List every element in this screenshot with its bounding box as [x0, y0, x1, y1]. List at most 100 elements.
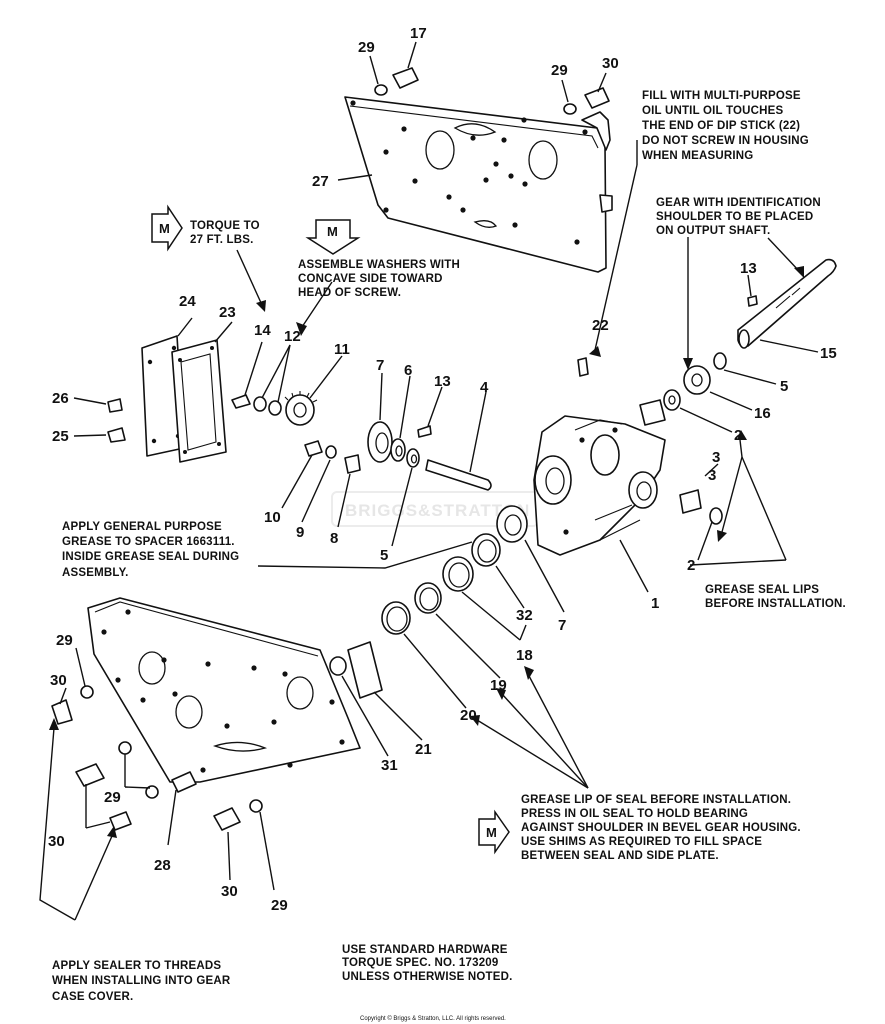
- top-hardware: [374, 67, 610, 115]
- note-gear-id-line-2: SHOULDER TO BE PLACED: [656, 211, 813, 223]
- note-grease-lip-seal-line-4: USE SHIMS AS REQUIRED TO FILL SPACE: [521, 836, 762, 848]
- label-10: 10: [264, 509, 281, 526]
- label-8: 8: [330, 530, 338, 547]
- label-7-a: 7: [376, 357, 384, 374]
- label-6: 6: [404, 362, 412, 379]
- label-31: 31: [381, 757, 398, 774]
- note-gear-id: GEAR WITH IDENTIFICATION SHOULDER TO BE …: [656, 197, 821, 237]
- note-sealer: APPLY SEALER TO THREADS WHEN INSTALLING …: [52, 960, 231, 1003]
- note-hardware-line-3: UNLESS OTHERWISE NOTED.: [342, 971, 513, 983]
- note-washers-line-2: CONCAVE SIDE TOWARD: [298, 273, 443, 285]
- bottom-hardware: [51, 685, 263, 831]
- note-gear-id-line-3: ON OUTPUT SHAFT.: [656, 225, 770, 237]
- label-30-c: 30: [48, 833, 65, 850]
- m-marker-3-text: M: [486, 825, 497, 840]
- note-sealer-line-2: WHEN INSTALLING INTO GEAR: [52, 975, 231, 987]
- note-grease-seal-lips-line-1: GREASE SEAL LIPS: [705, 584, 819, 596]
- label-4: 4: [480, 379, 489, 396]
- label-29-e: 29: [271, 897, 288, 914]
- label-25: 25: [52, 428, 69, 445]
- screws-25-26: [107, 398, 126, 443]
- note-torque-line-1: TORQUE TO: [190, 220, 260, 232]
- label-11: 11: [334, 341, 350, 358]
- label-30-d: 30: [221, 883, 238, 900]
- note-grease-spacer-line-2: GREASE TO SPACER 1663111.: [62, 536, 235, 548]
- note-grease-spacer-line-4: ASSEMBLY.: [62, 567, 129, 579]
- note-hardware: USE STANDARD HARDWARE TORQUE SPEC. NO. 1…: [342, 944, 513, 983]
- label-23: 23: [219, 304, 236, 321]
- note-sealer-line-3: CASE COVER.: [52, 991, 133, 1003]
- label-9: 9: [296, 524, 304, 541]
- output-shaft-group: [639, 258, 837, 525]
- watermark-text: BRIGGS&STRATTON: [345, 501, 530, 520]
- note-oil-fill: FILL WITH MULTI-PURPOSE OIL UNTIL OIL TO…: [642, 90, 809, 162]
- label-27: 27: [312, 173, 329, 190]
- note-washers: ASSEMBLE WASHERS WITH CONCAVE SIDE TOWAR…: [298, 259, 460, 299]
- note-grease-lip-seal-line-1: GREASE LIP OF SEAL BEFORE INSTALLATION.: [521, 794, 791, 806]
- label-30-b: 30: [50, 672, 67, 689]
- note-washers-line-1: ASSEMBLE WASHERS WITH: [298, 259, 460, 271]
- note-oil-fill-line-2: OIL UNTIL OIL TOUCHES: [642, 105, 783, 117]
- label-29-d: 29: [104, 789, 121, 806]
- note-grease-seal-lips-line-2: BEFORE INSTALLATION.: [705, 598, 846, 610]
- label-20: 20: [460, 707, 477, 724]
- note-gear-id-line-1: GEAR WITH IDENTIFICATION: [656, 197, 821, 209]
- note-grease-spacer-line-1: APPLY GENERAL PURPOSE: [62, 521, 222, 533]
- m-marker-2: M: [305, 219, 361, 255]
- label-5-a: 5: [380, 547, 388, 564]
- label-7-b: 7: [558, 617, 566, 634]
- note-washers-line-3: HEAD OF SCREW.: [298, 287, 401, 299]
- label-18: 18: [516, 647, 533, 664]
- label-14: 14: [254, 322, 271, 339]
- label-32: 32: [516, 607, 533, 624]
- side-plate-27: [344, 96, 613, 273]
- label-19: 19: [490, 677, 507, 694]
- note-torque-line-2: 27 FT. LBS.: [190, 234, 254, 246]
- part-number-labels: 29 17 29 30 27 13 15 22 5 16 2 3 3 2 1 2…: [48, 25, 837, 914]
- copyright-text: Copyright © Briggs & Stratton, LLC. All …: [360, 1015, 506, 1022]
- note-oil-fill-line-4: DO NOT SCREW IN HOUSING: [642, 135, 809, 147]
- leader-lines: [39, 41, 819, 921]
- gasket-23: [171, 339, 227, 463]
- label-2-b: 2: [687, 557, 695, 574]
- label-22: 22: [592, 317, 609, 334]
- label-3-b: 3: [708, 467, 716, 484]
- m-marker-2-text: M: [327, 224, 338, 239]
- label-15: 15: [820, 345, 837, 362]
- label-13-b: 13: [740, 260, 757, 277]
- note-grease-lip-seal-line-5: BETWEEN SEAL AND SIDE PLATE.: [521, 850, 719, 862]
- m-marker-3: M: [478, 809, 510, 855]
- note-torque: TORQUE TO 27 FT. LBS.: [190, 220, 260, 246]
- note-grease-seal-lips: GREASE SEAL LIPS BEFORE INSTALLATION.: [705, 584, 846, 610]
- note-grease-lip-seal-line-2: PRESS IN OIL SEAL TO HOLD BEARING: [521, 808, 748, 820]
- label-2-a: 2: [734, 427, 742, 444]
- note-oil-fill-line-3: THE END OF DIP STICK (22): [642, 120, 800, 132]
- label-17: 17: [410, 25, 427, 42]
- label-28: 28: [154, 857, 171, 874]
- label-12: 12: [284, 328, 301, 345]
- side-plate-28: [87, 597, 361, 783]
- m-marker-1: M: [151, 204, 183, 252]
- note-oil-fill-line-1: FILL WITH MULTI-PURPOSE: [642, 90, 801, 102]
- label-30-a: 30: [602, 55, 619, 72]
- label-16: 16: [754, 405, 771, 422]
- m-marker-1-text: M: [159, 221, 170, 236]
- label-29-b: 29: [551, 62, 568, 79]
- gear-screw-group: [231, 391, 337, 459]
- label-5-b: 5: [780, 378, 788, 395]
- label-24: 24: [179, 293, 196, 310]
- bearing-seal-group: [344, 421, 492, 491]
- note-oil-fill-line-5: WHEN MEASURING: [642, 150, 753, 162]
- label-29-a: 29: [358, 39, 375, 56]
- label-21: 21: [415, 741, 432, 758]
- bevel-gear-housing-1: [533, 415, 666, 556]
- dipstick-22: [577, 357, 589, 377]
- note-grease-spacer: APPLY GENERAL PURPOSE GREASE TO SPACER 1…: [62, 521, 239, 579]
- note-hardware-line-2: TORQUE SPEC. NO. 173209: [342, 957, 499, 969]
- label-13-a: 13: [434, 373, 451, 390]
- label-29-c: 29: [56, 632, 73, 649]
- note-grease-lip-seal-line-3: AGAINST SHOULDER IN BEVEL GEAR HOUSING.: [521, 822, 801, 834]
- seals-shims-group: [329, 505, 528, 699]
- note-grease-lip-seal: GREASE LIP OF SEAL BEFORE INSTALLATION. …: [521, 794, 801, 862]
